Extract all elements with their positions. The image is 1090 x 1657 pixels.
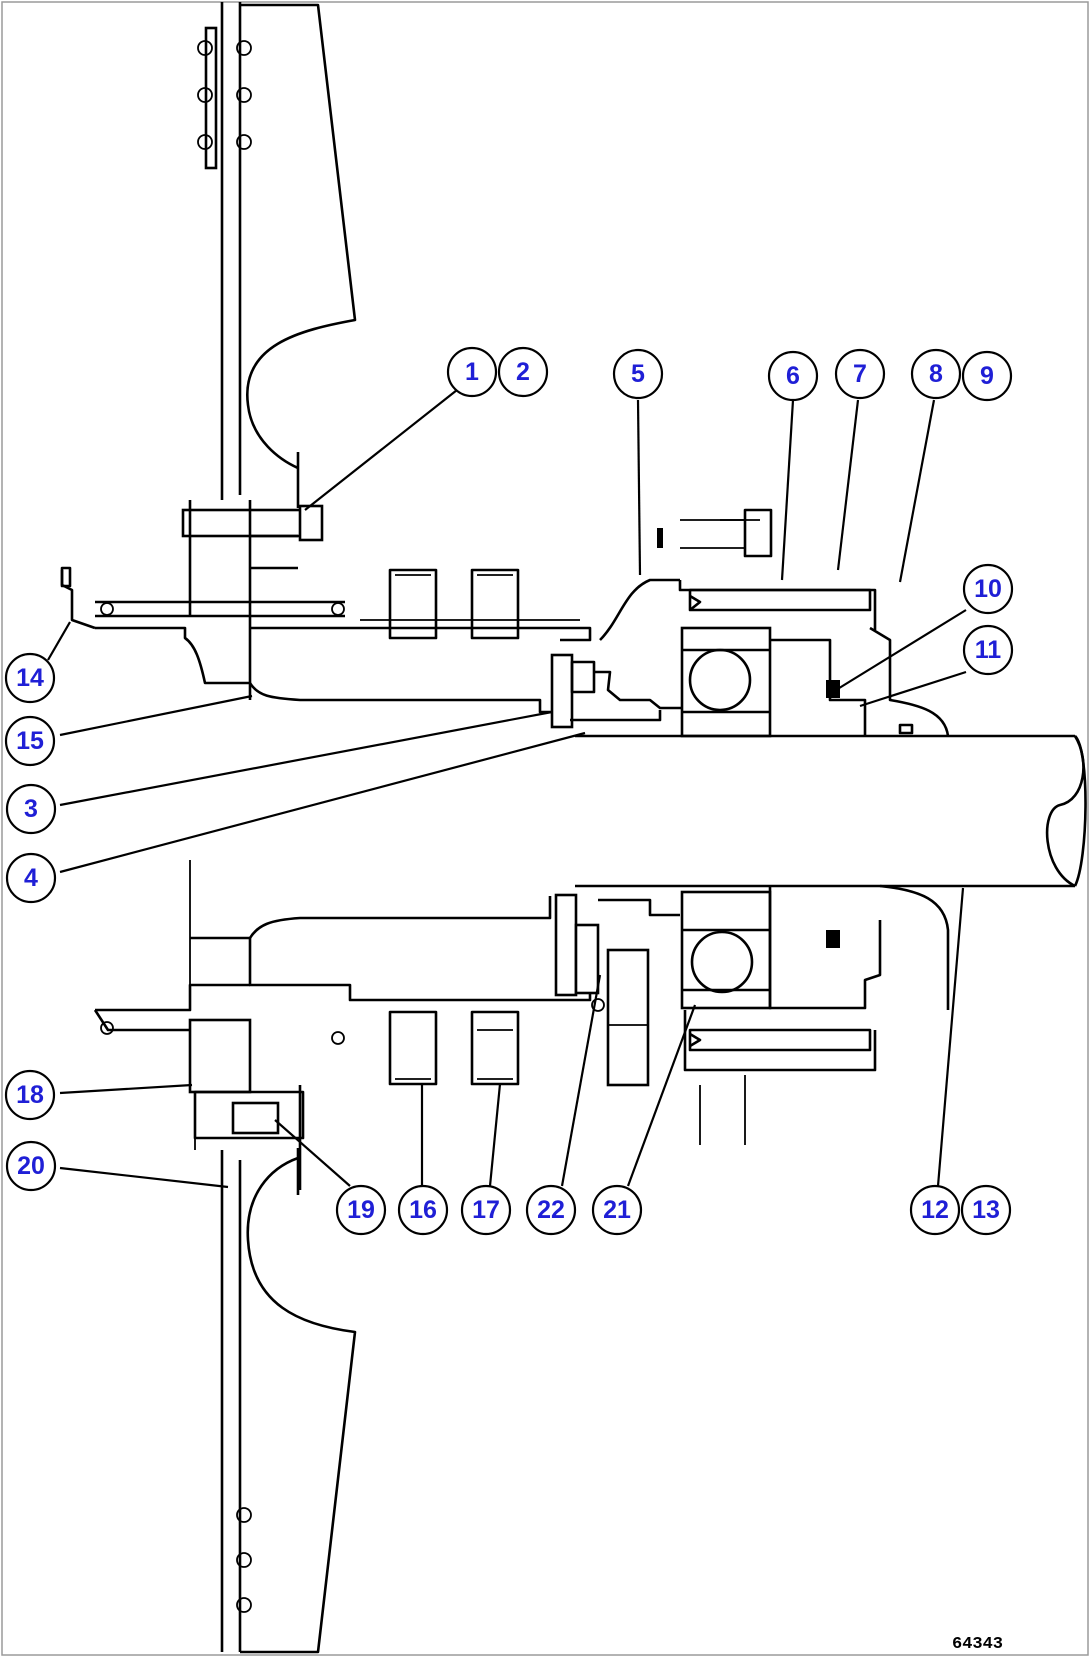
leader-17 (488, 1083, 502, 1187)
callout-17: 17 (460, 1184, 512, 1236)
callout-18: 18 (4, 1069, 56, 1121)
callout-20: 20 (5, 1140, 57, 1192)
leader-14 (47, 621, 71, 661)
leader-3 (59, 710, 553, 807)
callout-6: 6 (767, 350, 819, 402)
callout-label: 1 (465, 358, 479, 386)
callout-15: 15 (4, 715, 56, 767)
leader-7 (836, 399, 860, 571)
leader-5 (636, 399, 642, 576)
shaft (575, 734, 1087, 888)
callout-19: 19 (335, 1184, 387, 1236)
callout-label: 6 (786, 362, 800, 390)
fan-blade-upper (197, 2, 357, 508)
leader-15 (59, 694, 253, 737)
callout-label: 21 (603, 1196, 631, 1224)
callout-22: 22 (525, 1184, 577, 1236)
callout-3: 3 (5, 783, 57, 835)
callout-label: 5 (631, 360, 645, 388)
callout-14: 14 (4, 652, 56, 704)
callout-label: 17 (472, 1196, 500, 1224)
fan-blade-lower (189, 860, 357, 1654)
callout-16: 16 (397, 1184, 449, 1236)
callout-label: 18 (16, 1081, 44, 1109)
callout-label: 11 (975, 636, 1002, 664)
figure-reference-number: 64343 (952, 1635, 1003, 1654)
leader-lines (47, 389, 967, 1189)
callout-1: 1 (446, 346, 498, 398)
callout-label: 22 (537, 1196, 565, 1224)
callout-label: 4 (24, 864, 38, 892)
hub-upper-section (60, 500, 950, 738)
callout-label: 10 (974, 575, 1002, 603)
callout-13: 13 (960, 1184, 1012, 1236)
callout-label: 12 (921, 1196, 949, 1224)
callout-21: 21 (591, 1184, 643, 1236)
leader-8 (898, 399, 936, 583)
leader-6 (780, 399, 795, 581)
leader-11 (859, 670, 967, 708)
callout-7: 7 (834, 348, 886, 400)
leader-21 (626, 1004, 697, 1187)
callout-11: 11 (962, 624, 1014, 676)
callout-label: 13 (972, 1196, 1000, 1224)
callout-8: 8 (910, 348, 962, 400)
callout-label: 16 (409, 1196, 437, 1224)
callout-label: 9 (980, 362, 994, 390)
leader-4 (59, 731, 586, 874)
callout-5: 5 (612, 348, 664, 400)
callout-label: 8 (929, 360, 943, 388)
callout-12: 12 (909, 1184, 961, 1236)
hub-lower-section (93, 884, 950, 1190)
callout-label: 14 (16, 664, 44, 692)
callout-label: 20 (17, 1152, 45, 1180)
callout-label: 19 (347, 1196, 375, 1224)
callout-9: 9 (961, 350, 1013, 402)
leader-1 (304, 389, 458, 511)
leader-19 (274, 1119, 351, 1187)
callout-label: 7 (853, 360, 867, 388)
callout-label: 15 (16, 727, 44, 755)
callout-4: 4 (5, 852, 57, 904)
leader-10 (835, 609, 967, 691)
callout-label: 2 (516, 358, 530, 386)
callout-10: 10 (962, 563, 1014, 615)
leader-12 (936, 887, 965, 1187)
leader-18 (59, 1083, 193, 1095)
leader-20 (59, 1166, 229, 1189)
callout-label: 3 (24, 795, 38, 823)
leader-22 (560, 974, 602, 1187)
callout-2: 2 (497, 346, 549, 398)
